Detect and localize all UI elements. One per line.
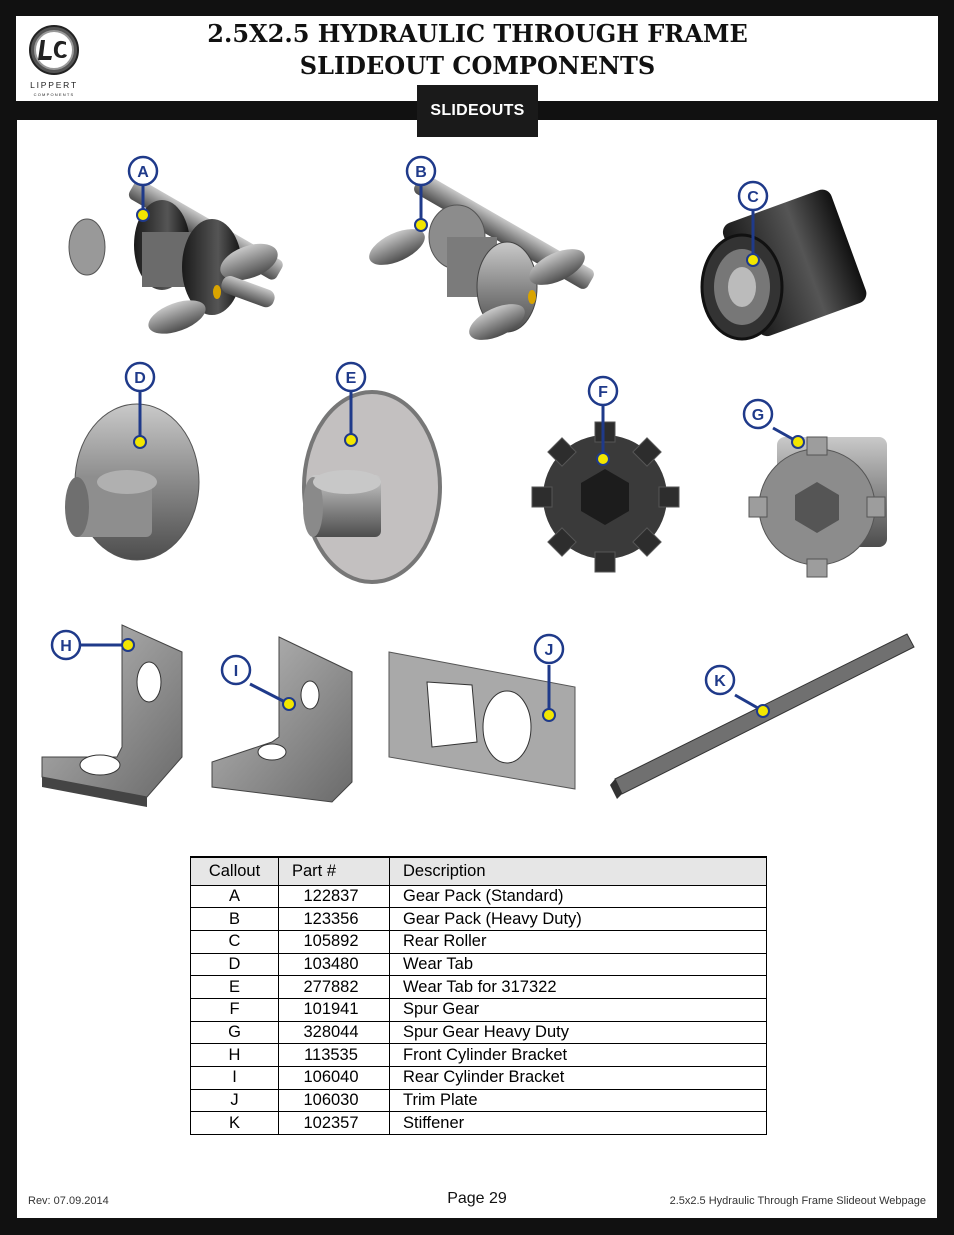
part-gear-pack-heavy-duty — [369, 174, 594, 340]
cell-part-number: 122837 — [278, 884, 390, 909]
cell-part-number: 101941 — [278, 997, 390, 1022]
title-line-1: 2.5X2.5 HYDRAULIC THROUGH FRAME — [207, 19, 748, 48]
cell-callout: K — [190, 1111, 279, 1136]
table-row: B 123356 Gear Pack (Heavy Duty) — [190, 907, 767, 931]
cell-description: Rear Cylinder Bracket — [389, 1066, 767, 1090]
cell-callout: G — [190, 1020, 279, 1045]
table-row: F 101941 Spur Gear — [190, 997, 767, 1022]
cell-part-number: 123356 — [278, 907, 390, 931]
title-line-2: SLIDEOUT COMPONENTS — [299, 51, 656, 80]
callout-a: A — [137, 164, 149, 181]
parts-table: Callout Part # Description A 122837 Gear… — [190, 856, 767, 1136]
cell-part-number: 328044 — [278, 1020, 390, 1045]
part-front-cylinder-bracket — [41, 624, 183, 807]
cell-description: Wear Tab — [389, 952, 767, 977]
logo-subtext: COMPONENTS — [34, 92, 75, 97]
cell-description: Rear Roller — [389, 929, 767, 954]
cell-part-number: 106030 — [278, 1088, 390, 1113]
cell-description: Gear Pack (Heavy Duty) — [389, 907, 767, 931]
table-row: A 122837 Gear Pack (Standard) — [190, 884, 767, 909]
cell-callout: D — [190, 952, 279, 977]
part-spur-gear-heavy-duty — [748, 436, 887, 578]
table-row: E 277882 Wear Tab for 317322 — [190, 975, 767, 999]
callout-d: D — [134, 370, 146, 387]
part-wear-tab — [65, 403, 200, 561]
callout-k: K — [714, 673, 726, 690]
parts-illustration: A B C D E F G H I J K — [41, 155, 915, 807]
logo-wordmark: LIPPERT — [30, 80, 78, 90]
table-row: H 113535 Front Cylinder Bracket — [190, 1043, 767, 1067]
table-row: I 106040 Rear Cylinder Bracket — [190, 1066, 767, 1090]
cell-description: Wear Tab for 317322 — [389, 975, 767, 999]
table-row: C 105892 Rear Roller — [190, 929, 767, 954]
header-description: Description — [389, 856, 767, 886]
table-row: K 102357 Stiffener — [190, 1111, 767, 1136]
part-rear-cylinder-bracket — [211, 636, 353, 803]
footer-revision: Rev: 07.09.2014 — [28, 1195, 109, 1207]
cell-callout: A — [190, 884, 279, 909]
cell-callout: I — [190, 1066, 279, 1090]
cell-callout: B — [190, 907, 279, 931]
cell-callout: F — [190, 997, 279, 1022]
page-title: 2.5X2.5 HYDRAULIC THROUGH FRAME SLIDEOUT… — [200, 18, 755, 82]
callout-i: I — [234, 663, 238, 680]
header-callout: Callout — [190, 856, 279, 886]
part-wear-tab-317322 — [302, 390, 442, 584]
page-frame-bottom — [0, 1218, 954, 1235]
callout-e: E — [346, 370, 357, 387]
callout-g: G — [752, 407, 764, 424]
table-row: J 106030 Trim Plate — [190, 1088, 767, 1113]
cell-description: Gear Pack (Standard) — [389, 884, 767, 909]
cell-part-number: 103480 — [278, 952, 390, 977]
header-part-number: Part # — [278, 856, 390, 886]
page-frame-left — [0, 120, 17, 1235]
cell-callout: C — [190, 929, 279, 954]
part-trim-plate — [388, 651, 576, 790]
table-row: D 103480 Wear Tab — [190, 952, 767, 977]
cell-description: Stiffener — [389, 1111, 767, 1136]
cell-callout: E — [190, 975, 279, 999]
part-spur-gear — [531, 421, 680, 573]
cell-description: Spur Gear Heavy Duty — [389, 1020, 767, 1045]
cell-description: Trim Plate — [389, 1088, 767, 1113]
cell-description: Spur Gear — [389, 997, 767, 1022]
table-row: G 328044 Spur Gear Heavy Duty — [190, 1020, 767, 1045]
cell-part-number: 105892 — [278, 929, 390, 954]
cell-callout: H — [190, 1043, 279, 1067]
callout-bubbles — [50, 155, 774, 696]
callout-b: B — [415, 164, 427, 181]
callout-dots — [121, 208, 805, 722]
callout-j: J — [545, 642, 554, 659]
cell-description: Front Cylinder Bracket — [389, 1043, 767, 1067]
callout-c: C — [747, 189, 759, 206]
page-frame-right — [937, 120, 954, 1235]
section-tab-slideouts: SLIDEOUTS — [417, 85, 538, 137]
part-gear-pack-standard — [68, 179, 283, 334]
part-rear-roller — [700, 189, 867, 341]
cell-part-number: 113535 — [278, 1043, 390, 1067]
footer-page-number: Page 29 — [447, 1190, 507, 1207]
cell-part-number: 102357 — [278, 1111, 390, 1136]
cell-part-number: 106040 — [278, 1066, 390, 1090]
cell-callout: J — [190, 1088, 279, 1113]
table-header-row: Callout Part # Description — [190, 856, 767, 886]
lci-logo: LIPPERT COMPONENTS — [29, 25, 79, 97]
callout-h: H — [60, 638, 72, 655]
callout-f: F — [598, 384, 608, 401]
footer-document-name: 2.5x2.5 Hydraulic Through Frame Slideout… — [669, 1195, 926, 1207]
cell-part-number: 277882 — [278, 975, 390, 999]
